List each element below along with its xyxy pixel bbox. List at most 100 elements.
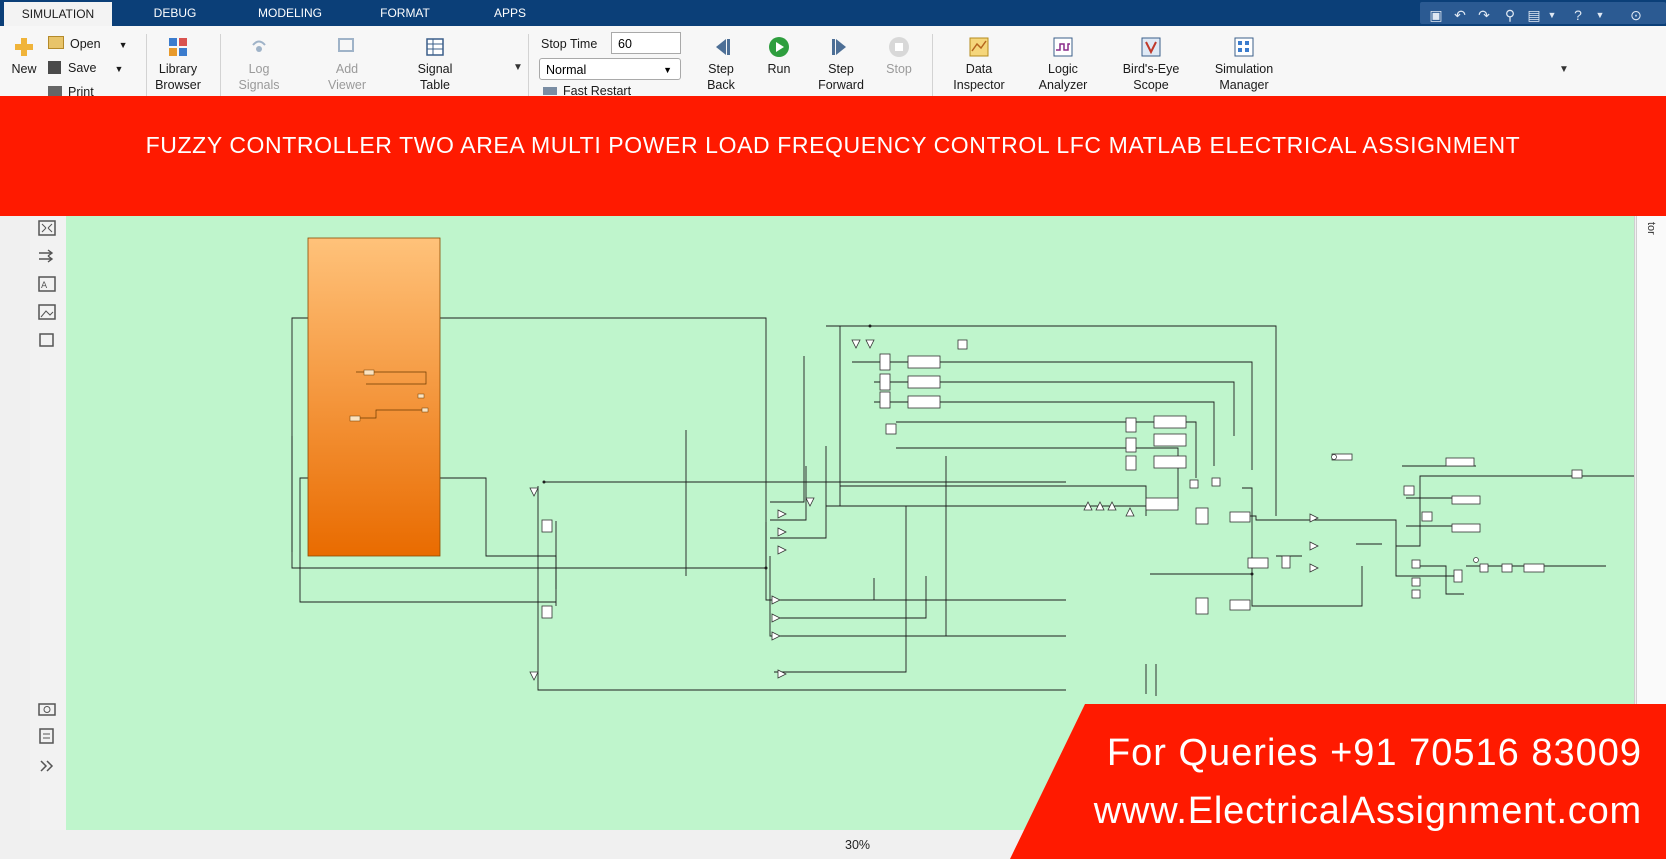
- stop-icon: [889, 37, 909, 57]
- step-back-label-2: Back: [707, 78, 735, 92]
- add-viewer-label-2: Viewer: [328, 78, 366, 92]
- data-inspector-label-1: Data: [965, 62, 993, 76]
- simulation-manager-button[interactable]: Simulation Manager: [1201, 36, 1287, 96]
- save-chevron-icon[interactable]: ▼: [114, 64, 124, 74]
- stop-time-input[interactable]: 60: [611, 32, 681, 54]
- search-icon[interactable]: ⚲: [1504, 7, 1516, 23]
- print-button[interactable]: Print: [48, 82, 94, 96]
- save-icon[interactable]: ▣: [1429, 7, 1443, 23]
- expand-chevrons-icon[interactable]: [38, 758, 56, 774]
- mode-chevron-icon: ▼: [663, 65, 672, 75]
- save-button[interactable]: Save ▼: [48, 58, 123, 78]
- plus-icon: [15, 38, 33, 56]
- birds-eye-label-1: Bird's-Eye: [1122, 62, 1180, 76]
- logic-analyzer-button[interactable]: Logic Analyzer: [1027, 36, 1099, 96]
- birds-eye-label-2: Scope: [1133, 78, 1169, 92]
- area-icon[interactable]: [38, 332, 56, 348]
- library-grid-icon: [169, 38, 187, 56]
- new-button[interactable]: New: [6, 36, 42, 77]
- quick-access-toolbar: ▣ ↶ ↷ ⚲ ▤ ▼ ? ▼ ⊙: [1420, 2, 1666, 24]
- add-viewer-label-1: Add: [335, 62, 359, 76]
- step-back-icon: [716, 39, 730, 55]
- tab-simulation[interactable]: SIMULATION: [4, 0, 112, 26]
- svg-text:A: A: [41, 281, 48, 291]
- review-gallery-chevron-icon[interactable]: ▼: [1559, 64, 1569, 75]
- tab-debug[interactable]: DEBUG: [153, 6, 197, 20]
- prepare-gallery-chevron-icon[interactable]: ▼: [513, 62, 523, 73]
- fast-restart-label: Fast Restart: [563, 84, 632, 96]
- stop-button[interactable]: Stop: [879, 36, 919, 96]
- signal-table-label-1: Signal: [417, 62, 453, 76]
- log-signals-icon: [252, 40, 266, 52]
- library-browser-button[interactable]: Library Browser: [151, 36, 205, 96]
- camera-icon[interactable]: [38, 700, 56, 716]
- library-section: Library Browser: [146, 34, 207, 96]
- review-results-section: Data Inspector Logic Analyzer Bird's-Eye…: [932, 34, 1569, 96]
- ribbon-tab-bar: SIMULATION DEBUG MODELING FORMAT APPS ▣ …: [0, 0, 1666, 26]
- step-forward-button[interactable]: Step Forward: [813, 36, 869, 96]
- chevron-down-icon[interactable]: ▼: [1547, 10, 1557, 20]
- run-icon: [769, 37, 789, 57]
- queries-phone: For Queries +91 70516 83009: [1106, 732, 1642, 774]
- viewer-icon: [338, 38, 354, 52]
- signal-table-button[interactable]: Signal Table: [407, 36, 463, 96]
- log-signals-button[interactable]: Log Signals: [231, 36, 287, 96]
- tab-apps[interactable]: APPS: [493, 6, 526, 20]
- canvas-palette: A: [30, 216, 67, 830]
- log-signals-label-1: Log: [248, 62, 270, 76]
- step-forward-icon: [832, 39, 846, 55]
- birds-eye-scope-button[interactable]: Bird's-Eye Scope: [1111, 36, 1191, 96]
- open-button[interactable]: Open ▼: [48, 34, 128, 54]
- log-signals-label-2: Signals: [238, 78, 280, 92]
- fit-to-view-icon[interactable]: [38, 220, 56, 236]
- logic-analyzer-icon: [1053, 37, 1073, 57]
- data-inspector-button[interactable]: Data Inspector: [943, 36, 1015, 96]
- data-inspector-label-2: Inspector: [953, 78, 1005, 92]
- image-icon[interactable]: [38, 304, 56, 320]
- help-menu-chevron-icon[interactable]: ▼: [1595, 10, 1605, 20]
- undo-icon[interactable]: ↶: [1454, 7, 1466, 23]
- run-button[interactable]: Run: [757, 36, 801, 96]
- library-label-1: Library: [158, 62, 198, 76]
- add-viewer-button[interactable]: Add Viewer: [319, 36, 375, 96]
- property-inspector-label: tor: [1645, 222, 1657, 235]
- arrow-icon[interactable]: [38, 248, 56, 264]
- simulation-manager-label-1: Simulation: [1214, 62, 1274, 76]
- toolstrip: New Open ▼ Save ▼ Print Library Browser Lo…: [0, 26, 1666, 97]
- redo-icon[interactable]: ↷: [1478, 7, 1490, 23]
- logic-analyzer-label-1: Logic: [1048, 62, 1078, 76]
- contact-banner: For Queries +91 70516 83009 www.Electric…: [1010, 704, 1666, 859]
- block-diagram: [291, 237, 1634, 696]
- title-banner: FUZZY CONTROLLER TWO AREA MULTI POWER LO…: [0, 96, 1666, 216]
- annotation-icon[interactable]: A: [38, 276, 56, 292]
- stop-label: Stop: [886, 62, 912, 76]
- step-back-label-1: Step: [708, 62, 734, 76]
- collapse-ribbon-icon[interactable]: ⊙: [1630, 7, 1642, 23]
- data-inspector-icon: [969, 37, 989, 57]
- folder-icon: [48, 36, 64, 49]
- open-chevron-icon[interactable]: ▼: [118, 40, 128, 50]
- logic-analyzer-label-2: Analyzer: [1038, 78, 1088, 92]
- run-label: Run: [767, 62, 791, 76]
- simulation-mode-select[interactable]: Normal▼: [539, 58, 681, 80]
- step-back-button[interactable]: Step Back: [697, 36, 745, 96]
- step-forward-label-1: Step: [828, 62, 854, 76]
- fast-restart-toggle[interactable]: Fast Restart: [543, 84, 631, 96]
- stop-time-label: Stop Time: [541, 37, 598, 51]
- open-label: Open: [70, 37, 101, 51]
- layout-icon[interactable]: ▤: [1527, 7, 1541, 23]
- save-label: Save: [68, 61, 97, 75]
- fuzzy-controller-subsystem[interactable]: [307, 237, 441, 557]
- tab-modeling[interactable]: MODELING: [257, 6, 322, 20]
- tab-format[interactable]: FORMAT: [380, 6, 430, 20]
- signal-table-label-2: Table: [420, 78, 450, 92]
- help-icon[interactable]: ?: [1574, 7, 1582, 23]
- zoom-level[interactable]: 30%: [845, 838, 871, 852]
- properties-icon[interactable]: [38, 728, 56, 744]
- simulation-manager-icon: [1234, 37, 1254, 57]
- queries-website: www.ElectricalAssignment.com: [1093, 790, 1642, 832]
- library-label-2: Browser: [155, 78, 201, 92]
- step-forward-label-2: Forward: [818, 78, 864, 92]
- floppy-icon: [48, 61, 61, 74]
- prepare-section: Log Signals Add Viewer Signal Table ▼: [220, 34, 523, 96]
